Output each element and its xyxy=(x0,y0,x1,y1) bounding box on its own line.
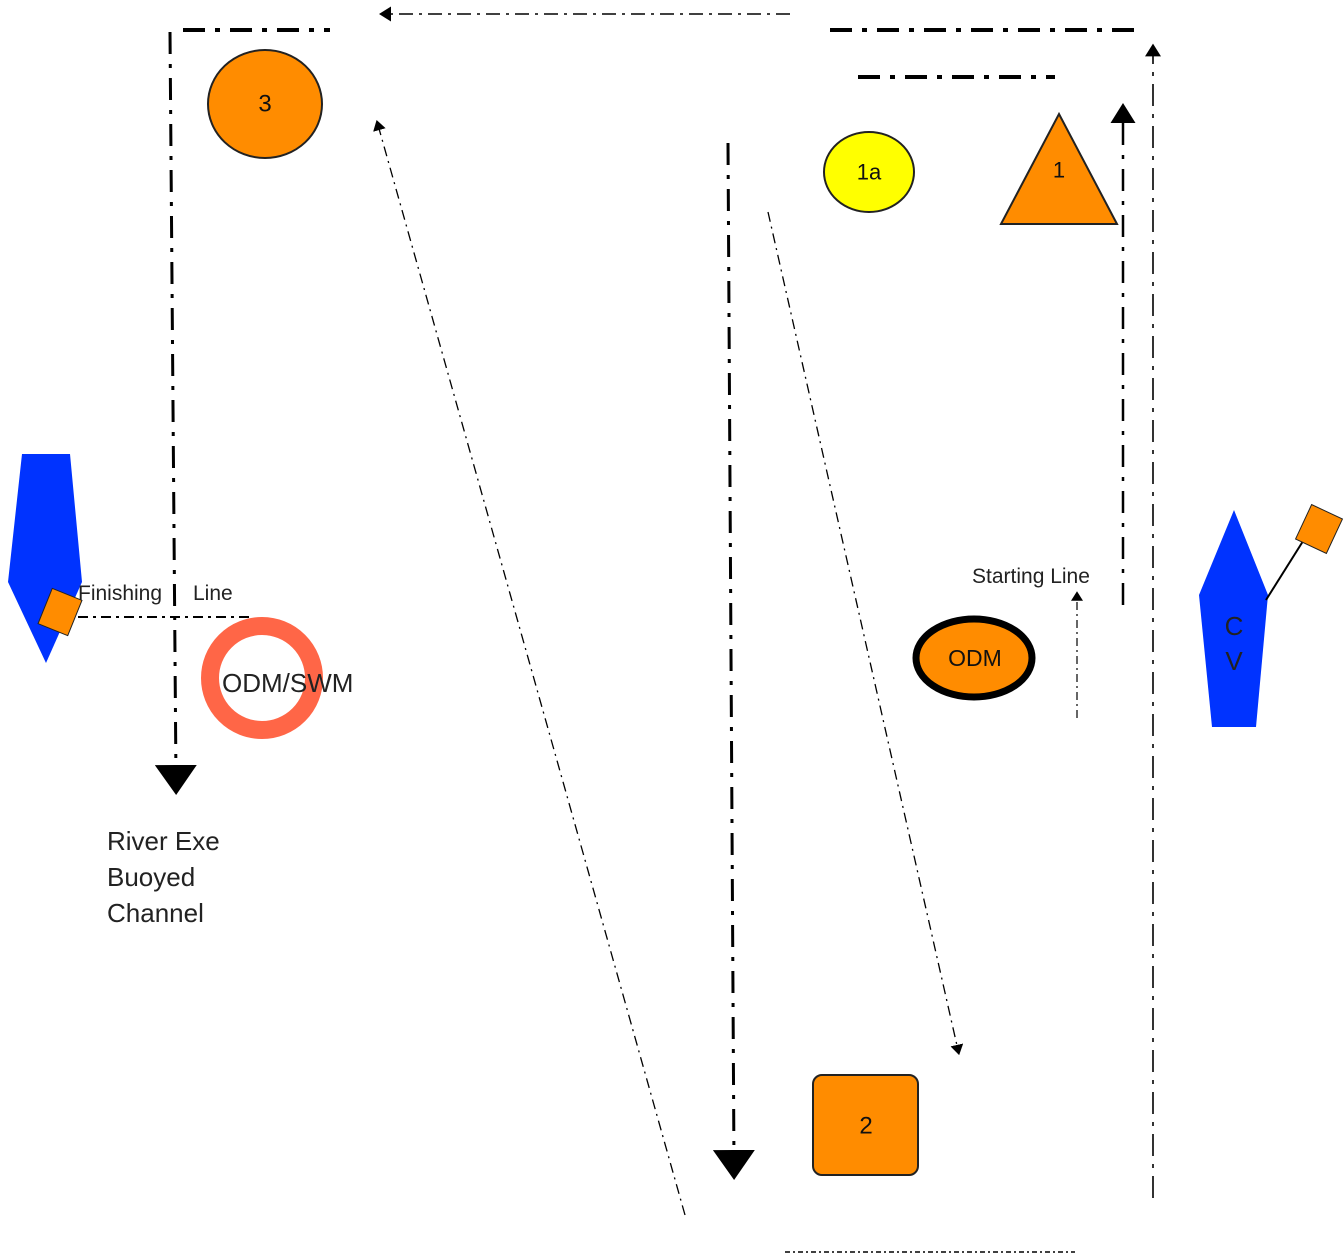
mark-1-label: 1 xyxy=(1053,158,1065,183)
committee-vessel-c: C xyxy=(1225,611,1244,641)
starting-line-label: Starting Line xyxy=(972,565,1090,588)
odm-label: ODM xyxy=(948,645,1002,671)
mark-2-label: 2 xyxy=(859,1113,872,1140)
mark-2: 2 xyxy=(812,1074,919,1176)
course-middle-vertical xyxy=(712,142,755,1180)
finish-vessel xyxy=(8,454,83,663)
mark-3: 3 xyxy=(207,49,323,159)
odm-mark: ODM xyxy=(912,615,1036,701)
odm-swm-mark: ODM/SWM xyxy=(201,617,353,739)
mark-1: 1 xyxy=(999,111,1119,225)
mark-1a-label: 1a xyxy=(857,160,882,185)
channel-label-line1: River Exe xyxy=(107,826,220,856)
mark-1a: 1a xyxy=(823,131,915,213)
committee-vessel: C V xyxy=(1199,503,1344,727)
finishing-line-label-2: Line xyxy=(193,582,233,605)
course-left-vertical xyxy=(154,31,197,795)
mark-3-label: 3 xyxy=(258,91,271,118)
course-diagonal-to-3 xyxy=(373,119,686,1216)
committee-flag xyxy=(1294,503,1344,555)
committee-vessel-v: V xyxy=(1225,646,1243,676)
odm-swm-label: ODM/SWM xyxy=(222,668,353,698)
finish-flag xyxy=(37,587,83,637)
course-lines xyxy=(78,6,1161,1253)
channel-label-line3: Channel xyxy=(107,898,204,928)
finishing-line-label-1: Finishing xyxy=(78,582,162,605)
channel-label-line2: Buoyed xyxy=(107,862,195,892)
